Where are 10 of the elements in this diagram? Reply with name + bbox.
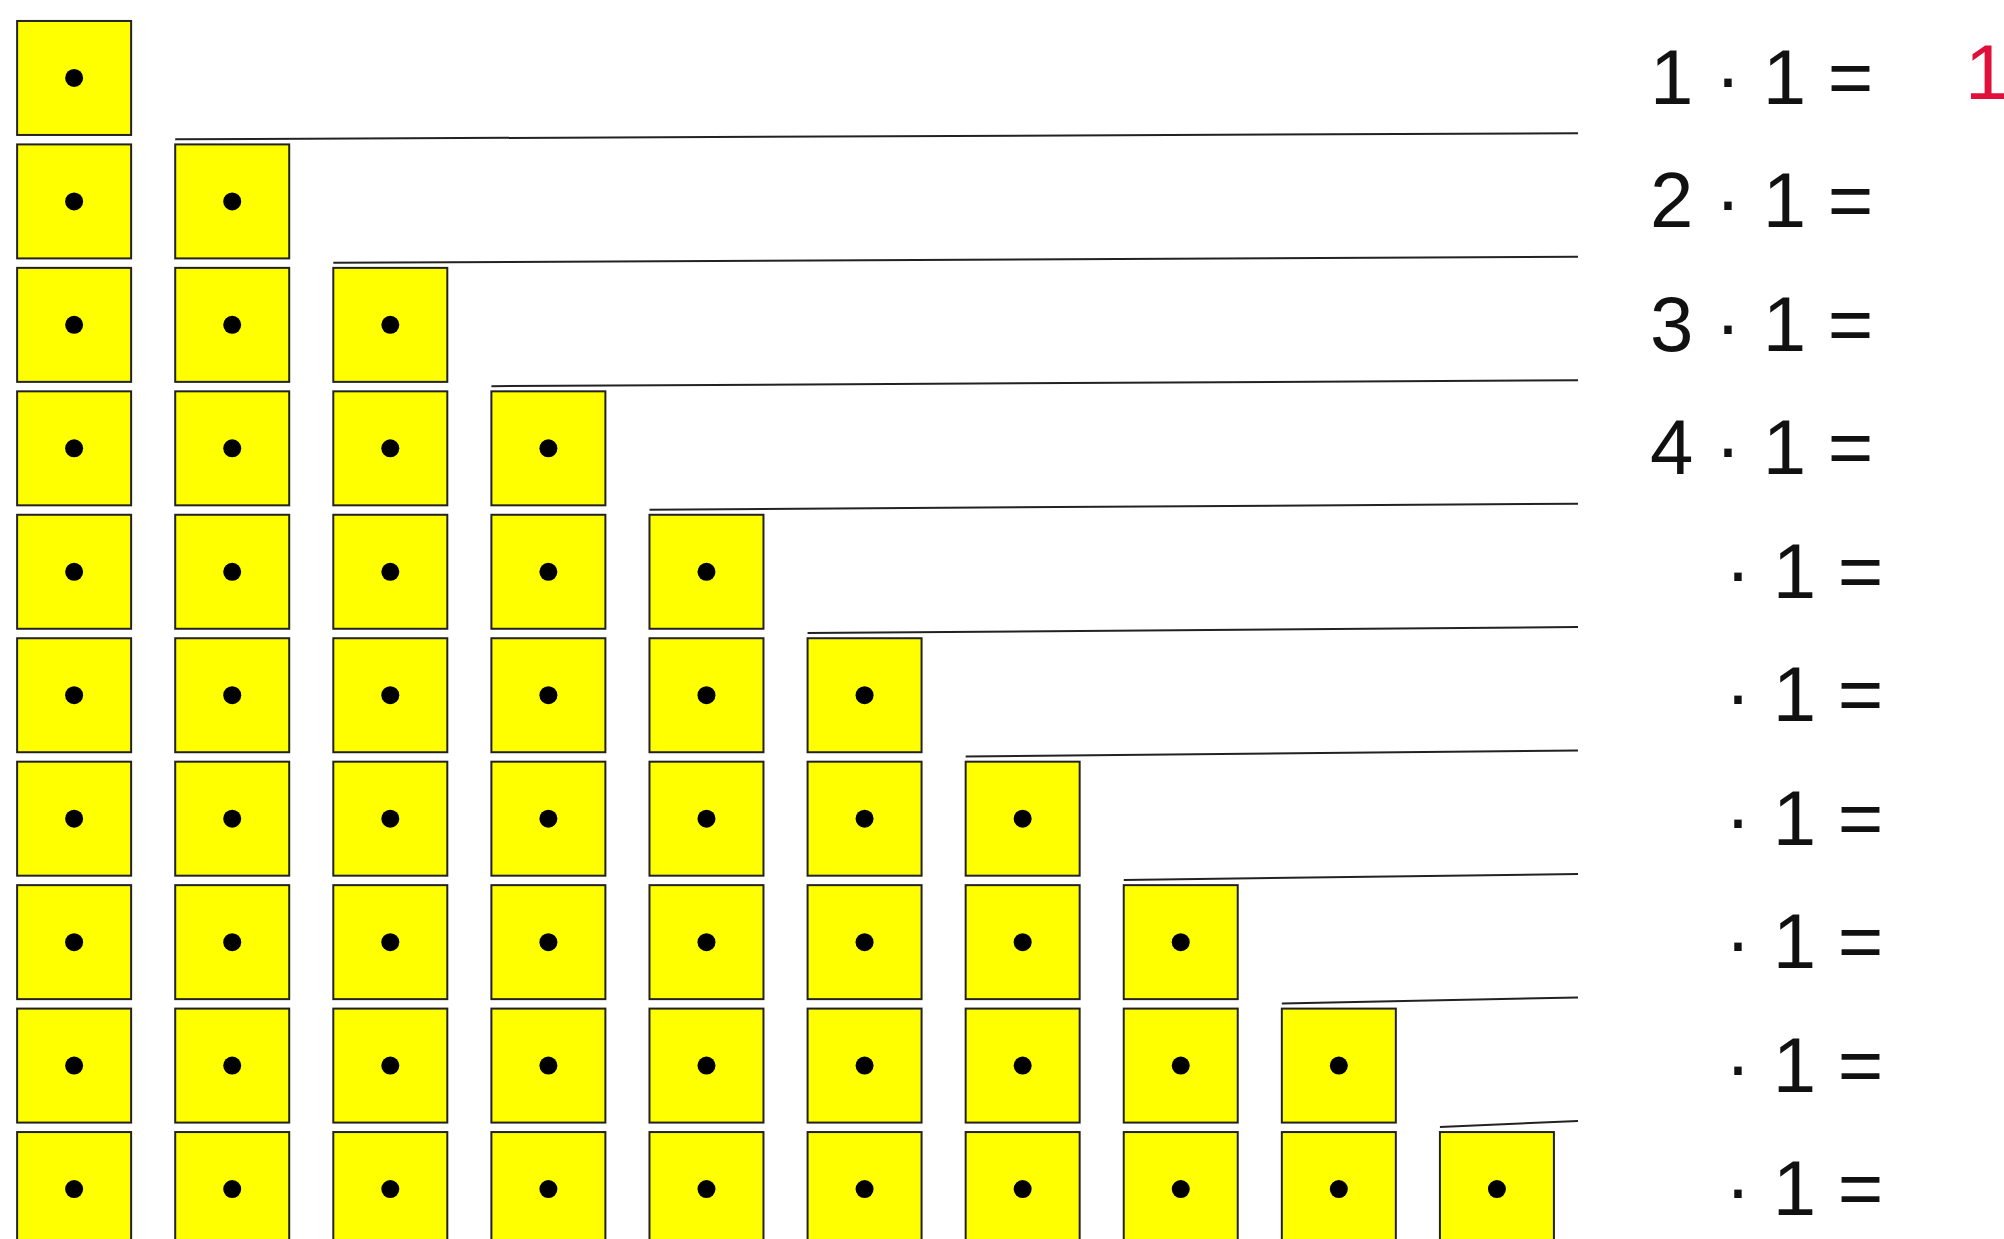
equation: 1 · 1 = — [1650, 37, 1874, 116]
equation: · 1 = — [1725, 531, 1884, 610]
equation: · 1 = — [1725, 902, 1884, 981]
equation: 2 · 1 = — [1650, 161, 1874, 240]
equation: · 1 = — [1725, 778, 1884, 857]
equation: 3 · 1 = — [1650, 284, 1874, 363]
equation: · 1 = — [1725, 1149, 1884, 1228]
equation: 4 · 1 = — [1650, 408, 1874, 487]
equation: · 1 = — [1725, 655, 1884, 734]
equation: · 1 = — [1725, 1025, 1884, 1104]
